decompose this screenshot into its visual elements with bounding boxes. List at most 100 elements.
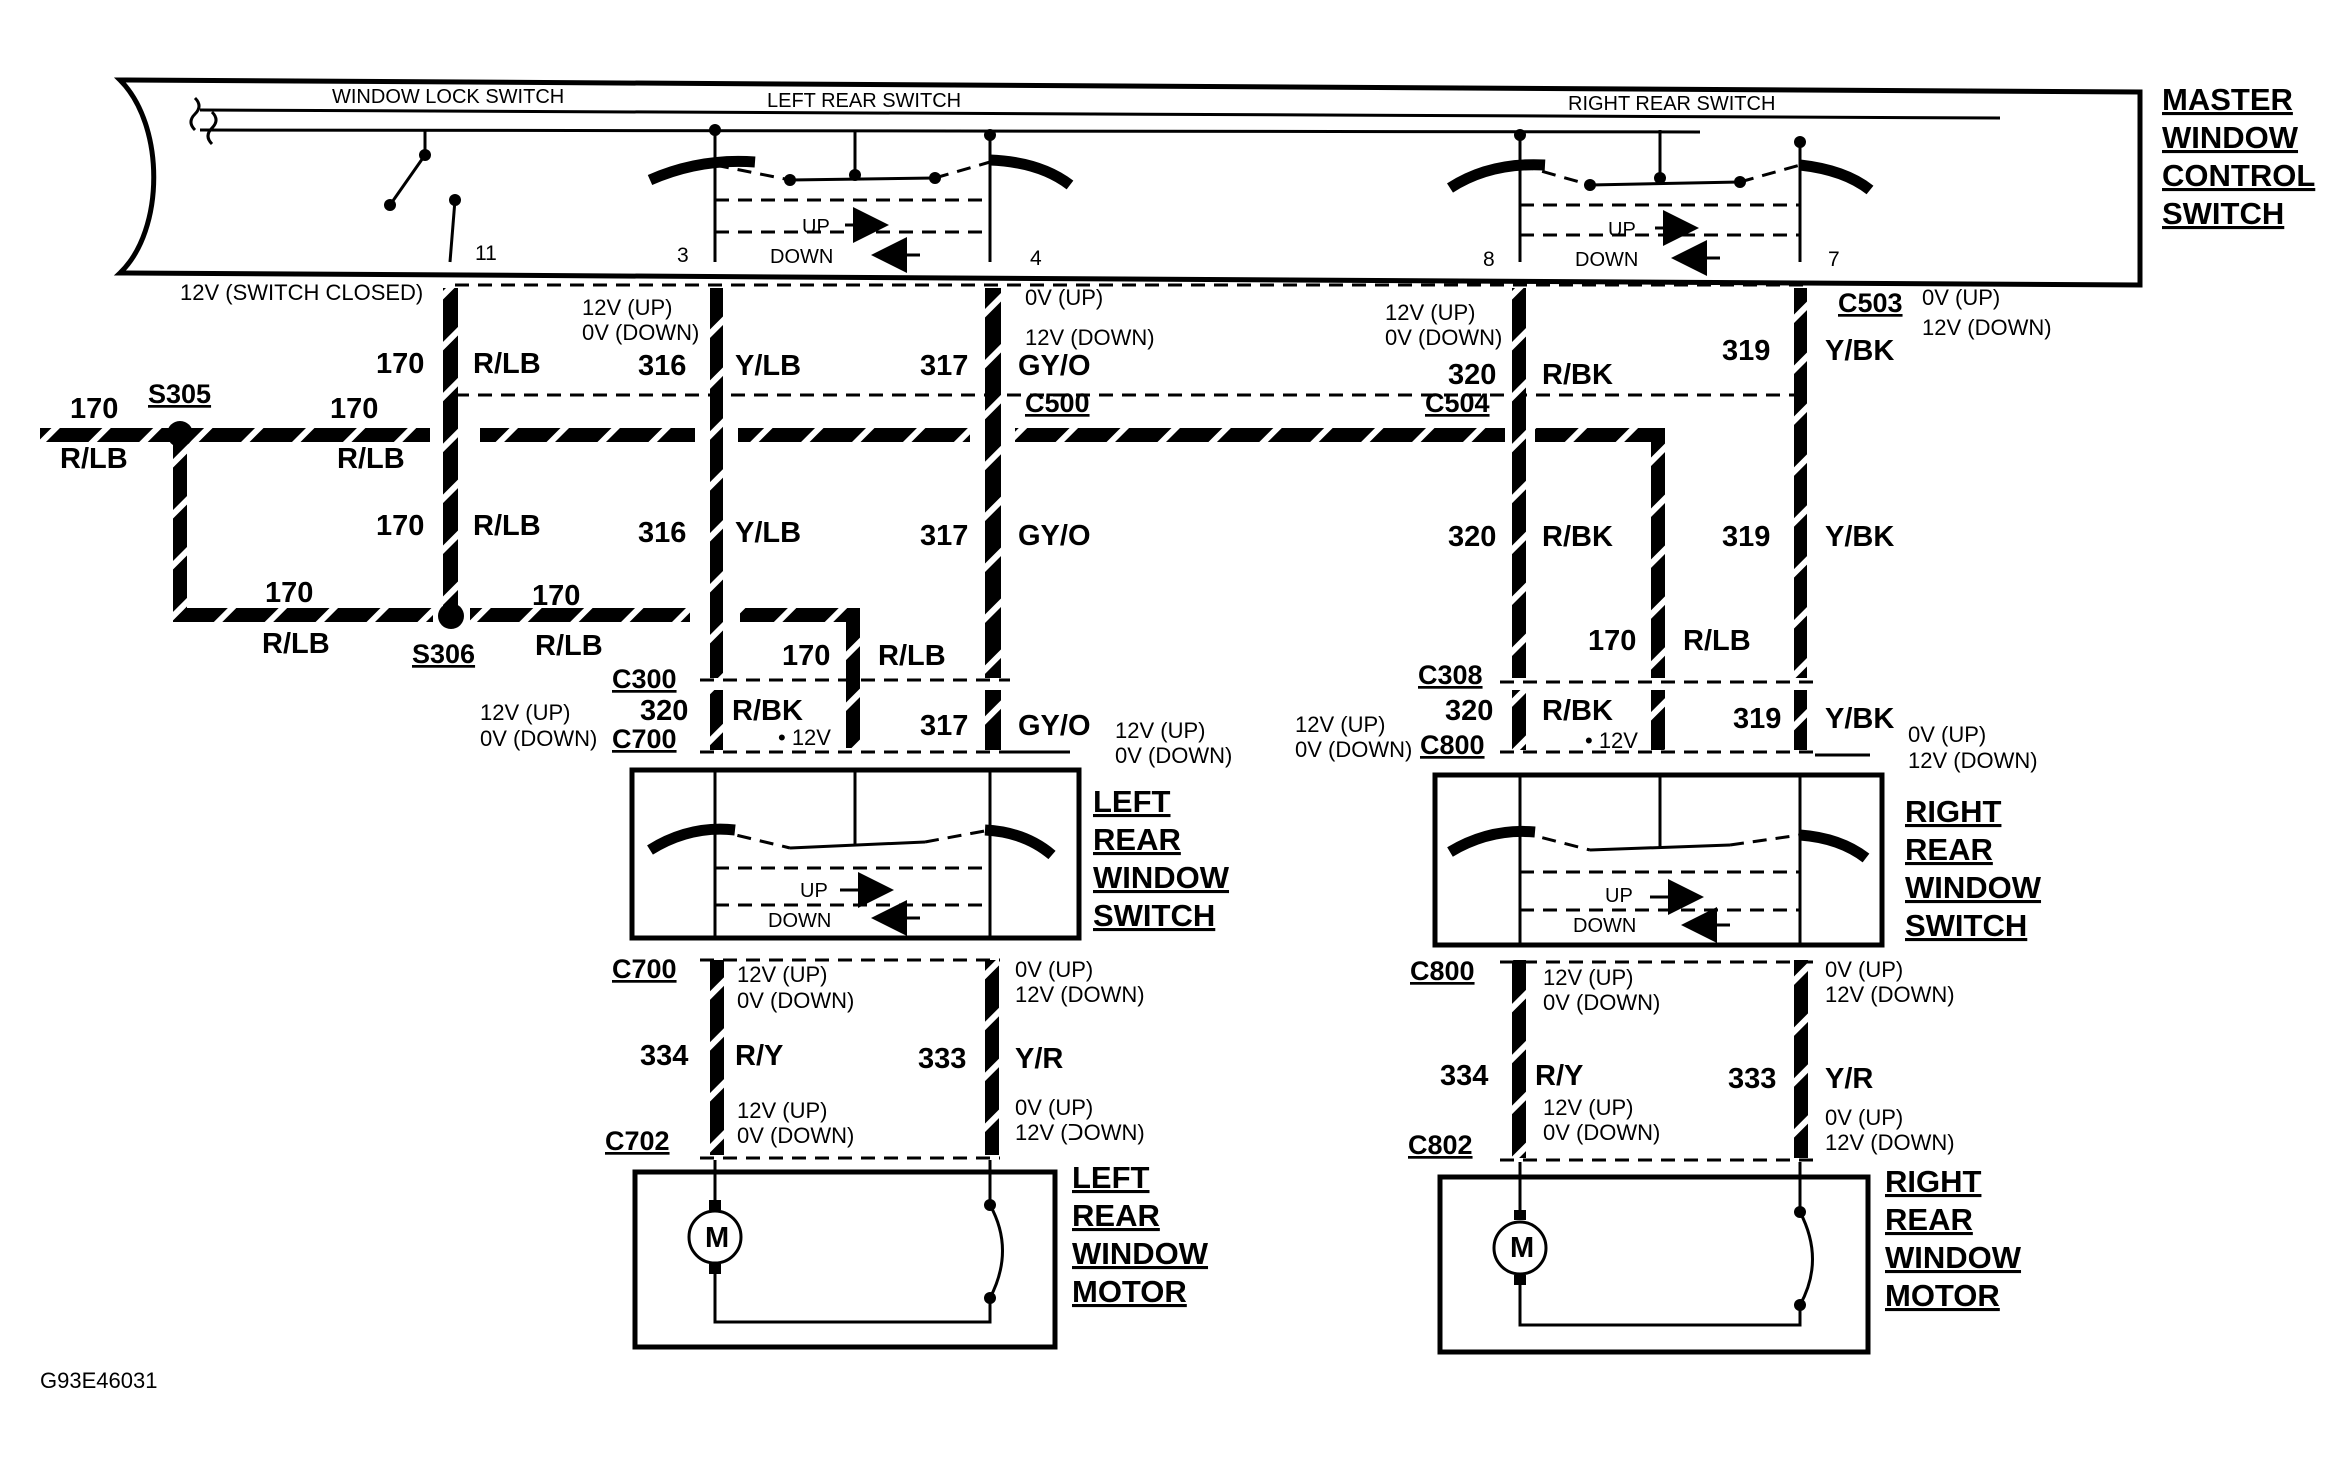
c319-down-voltage: 12V (DOWN) [1922, 315, 2052, 340]
wire-316-mid: 316 [638, 517, 686, 549]
c334-right-down-voltage: 0V (DOWN) [1543, 990, 1660, 1015]
master-left-rear-switch [647, 124, 1074, 262]
wire-317-mid-color: GY/O [1018, 520, 1091, 552]
pin-7: 7 [1828, 248, 1840, 271]
left-rear-window-motor [632, 1160, 1058, 1350]
wire-170-upper-color: R/LB [473, 348, 541, 380]
c320-right-up-voltage: 12V (UP) [1295, 712, 1385, 737]
wire-170-bus: 170 [330, 393, 378, 425]
wire-334-left-color: R/Y [735, 1040, 783, 1072]
left-motor-title-1: LEFT [1072, 1160, 1150, 1195]
connector-c700-upper: C700 [612, 724, 677, 754]
wire-170-c300-color: R/LB [878, 640, 946, 672]
master-title-line-1: MASTER [2162, 82, 2293, 117]
switch-closed-voltage: 12V (SWITCH CLOSED) [180, 280, 423, 305]
wire-170-upper: 170 [376, 348, 424, 380]
left-12v-supply: • 12V [778, 725, 831, 750]
c316-down-voltage: 0V (DOWN) [582, 320, 699, 345]
wire-170-c308: 170 [1588, 625, 1636, 657]
c702-left-up-voltage: 12V (UP) [737, 1098, 827, 1123]
wire-333-left: 333 [918, 1043, 966, 1075]
wire-319-mid: 319 [1722, 521, 1770, 553]
c333-left-down-voltage: 12V (DOWN) [1015, 982, 1145, 1007]
left-switch-title-1: LEFT [1093, 784, 1171, 819]
c320-left-up-voltage: 12V (UP) [480, 700, 570, 725]
left-switch-down-label: DOWN [768, 910, 831, 932]
wire-320-left-color: R/BK [732, 695, 803, 727]
c317-left-up-voltage: 12V (UP) [1115, 718, 1205, 743]
wire-319-lower: 319 [1733, 703, 1781, 735]
s306-splice-dot [438, 603, 464, 629]
left-motor-title-4: MOTOR [1072, 1274, 1187, 1309]
pin-11: 11 [475, 242, 497, 265]
c333-right-down-voltage: 12V (DOWN) [1825, 982, 1955, 1007]
wire-170-left-color: R/LB [60, 443, 128, 475]
connector-c800-lower: C800 [1410, 956, 1475, 986]
c320-left-down-voltage: 0V (DOWN) [480, 726, 597, 751]
master-window-control-switch [113, 77, 2143, 288]
wire-334-right: 334 [1440, 1060, 1488, 1092]
wire-170-left: 170 [70, 393, 118, 425]
splice-s306: S306 [412, 639, 475, 669]
master-title-line-2: WINDOW [2162, 120, 2299, 155]
wire-170-mid: 170 [376, 510, 424, 542]
wire-316-upper: 316 [638, 350, 686, 382]
left-switch-title-3: WINDOW [1093, 860, 1230, 895]
connector-c802: C802 [1408, 1130, 1473, 1160]
c334-left-down-voltage: 0V (DOWN) [737, 988, 854, 1013]
c319-right-down-voltage: 12V (DOWN) [1908, 748, 2038, 773]
left-switch-up-label: UP [800, 880, 828, 902]
master-title-line-3: CONTROL [2162, 158, 2315, 193]
wire-170-c308-color: R/LB [1683, 625, 1751, 657]
right-switch-title-2: REAR [1905, 832, 1993, 867]
c333-left-up-voltage: 0V (UP) [1015, 957, 1093, 982]
wire-bundle [40, 288, 1808, 1158]
left-motor-title-3: WINDOW [1072, 1236, 1209, 1271]
c702-left-down-voltage: 0V (DOWN) [737, 1123, 854, 1148]
wire-334-left: 334 [640, 1040, 688, 1072]
c319-right-up-voltage: 0V (UP) [1908, 722, 1986, 747]
wire-317-lower: 317 [920, 710, 968, 742]
wire-333-left-color: Y/R [1015, 1043, 1063, 1075]
wire-320-upper: 320 [1448, 359, 1496, 391]
figure-reference: G93E46031 [40, 1368, 157, 1393]
right-motor-title-4: MOTOR [1885, 1278, 2000, 1313]
window-lock-switch-label: WINDOW LOCK SWITCH [332, 86, 564, 108]
wire-319-upper-color: Y/BK [1825, 335, 1894, 367]
c802-left-down-voltage: 0V (DOWN) [1543, 1120, 1660, 1145]
wire-170-lower-left: 170 [265, 577, 313, 609]
wire-170-lower-left-color: R/LB [262, 628, 330, 660]
right-motor-m-symbol: M [1510, 1232, 1534, 1264]
wire-317-upper-color: GY/O [1018, 350, 1091, 382]
pin-3: 3 [677, 244, 689, 267]
right-switch-up-label: UP [1605, 885, 1633, 907]
connector-c800-upper: C800 [1420, 730, 1485, 760]
wire-334-right-color: R/Y [1535, 1060, 1583, 1092]
c802-right-down-voltage: 12V (DOWN) [1825, 1130, 1955, 1155]
left-switch-title-2: REAR [1093, 822, 1181, 857]
c334-right-up-voltage: 12V (UP) [1543, 965, 1633, 990]
left-motor-title-2: REAR [1072, 1198, 1160, 1233]
wire-316-mid-color: Y/LB [735, 517, 801, 549]
wire-170-lower-right: 170 [532, 580, 580, 612]
c334-left-up-voltage: 12V (UP) [737, 962, 827, 987]
right-switch-down-label: DOWN [1573, 915, 1636, 937]
right-12v-supply: • 12V [1585, 728, 1638, 753]
window-lock-switch [189, 96, 461, 263]
master-left-down-label: DOWN [770, 246, 833, 268]
c702-right-up-voltage: 0V (UP) [1015, 1095, 1093, 1120]
connector-c308: C308 [1418, 660, 1483, 690]
right-motor-title-1: RIGHT [1885, 1164, 1982, 1199]
master-left-up-label: UP [802, 216, 830, 238]
pin-4: 4 [1030, 247, 1042, 270]
wire-319-upper: 319 [1722, 335, 1770, 367]
master-title-line-4: SWITCH [2162, 196, 2284, 231]
master-arrows [845, 207, 1720, 276]
right-switch-title-4: SWITCH [1905, 908, 2027, 943]
right-switch-title-3: WINDOW [1905, 870, 2042, 905]
connector-c504: C504 [1425, 388, 1490, 418]
c317-up-voltage: 0V (UP) [1025, 285, 1103, 310]
wire-320-right: 320 [1445, 695, 1493, 727]
wire-316-upper-color: Y/LB [735, 350, 801, 382]
